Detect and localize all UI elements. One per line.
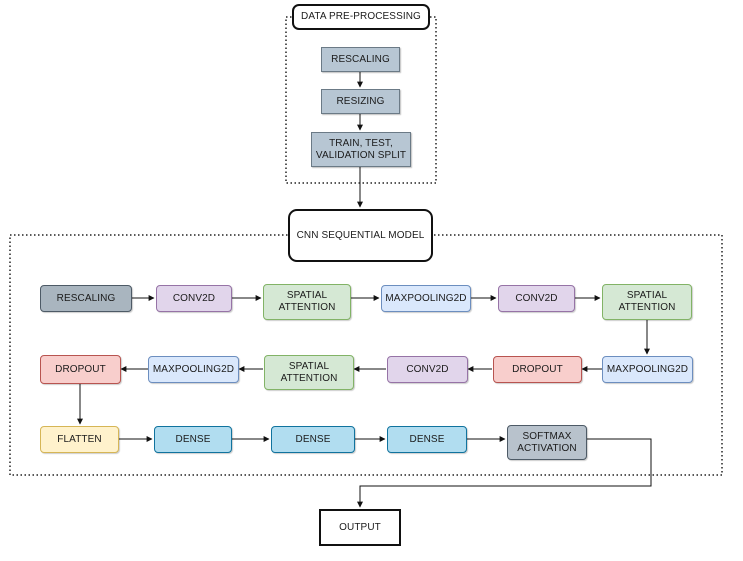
layer-spatial-attention-3: SPATIAL ATTENTION: [264, 355, 354, 390]
prep-step-resizing: RESIZING: [321, 89, 400, 114]
layer-dense-3: DENSE: [387, 426, 467, 453]
layer-dropout-2: DROPOUT: [40, 355, 121, 384]
layer-rescaling: RESCALING: [40, 285, 132, 312]
layer-conv2d-2: CONV2D: [498, 285, 575, 312]
layer-dense-1: DENSE: [154, 426, 232, 453]
layer-maxpooling2d-2: MAXPOOLING2D: [602, 356, 693, 383]
arrow-softmax-to-output: [357, 438, 652, 508]
layer-softmax-activation: SOFTMAX ACTIVATION: [507, 425, 587, 460]
output-node: OUTPUT: [319, 509, 401, 546]
layer-conv2d-3: CONV2D: [387, 356, 468, 383]
prep-step-rescaling: RESCALING: [321, 47, 400, 72]
preprocessing-group-frame: [285, 16, 437, 184]
layer-conv2d-1: CONV2D: [156, 285, 232, 312]
layer-spatial-attention-1: SPATIAL ATTENTION: [263, 284, 351, 320]
prep-step-split: TRAIN, TEST, VALIDATION SPLIT: [311, 132, 411, 167]
layer-spatial-attention-2: SPATIAL ATTENTION: [602, 284, 692, 320]
layer-dropout-1: DROPOUT: [493, 356, 582, 383]
layer-dense-2: DENSE: [271, 426, 355, 453]
layer-maxpooling2d-1: MAXPOOLING2D: [381, 285, 471, 312]
model-title: CNN SEQUENTIAL MODEL: [288, 209, 433, 262]
layer-flatten: FLATTEN: [40, 426, 119, 453]
layer-maxpooling2d-3: MAXPOOLING2D: [148, 356, 239, 383]
preprocessing-title: DATA PRE-PROCESSING: [292, 4, 430, 30]
